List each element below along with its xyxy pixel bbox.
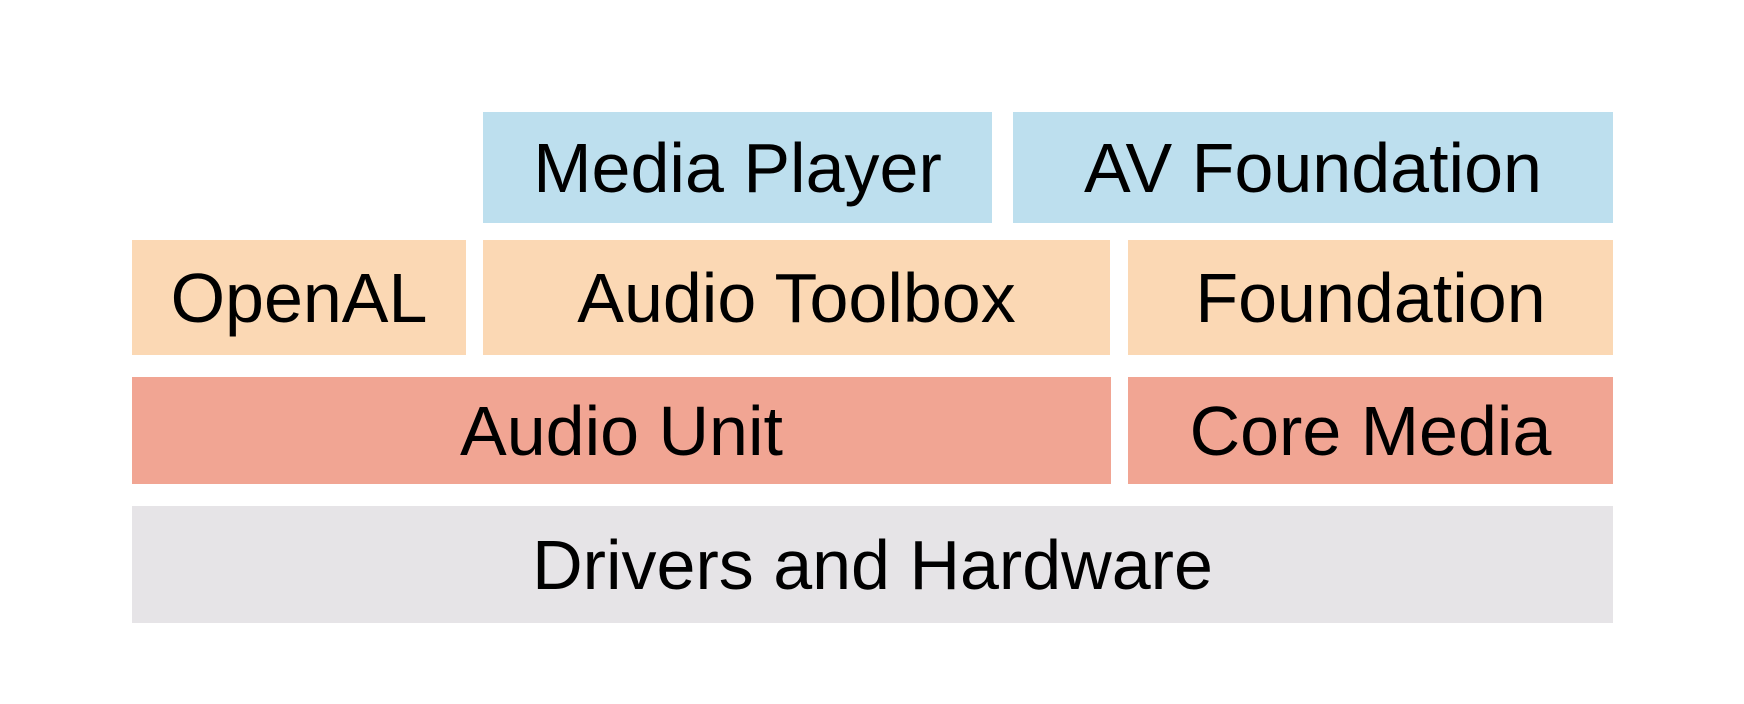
layer-box-openal: OpenAL (132, 240, 466, 355)
layer-box-core-media: Core Media (1128, 377, 1613, 484)
layer-box-audio-unit: Audio Unit (132, 377, 1111, 484)
layer-box-media-player: Media Player (483, 112, 992, 223)
layer-box-audio-toolbox: Audio Toolbox (483, 240, 1110, 355)
layer-box-foundation: Foundation (1128, 240, 1613, 355)
layer-box-drivers-and-hardware: Drivers and Hardware (132, 506, 1613, 623)
layer-box-av-foundation: AV Foundation (1013, 112, 1613, 223)
